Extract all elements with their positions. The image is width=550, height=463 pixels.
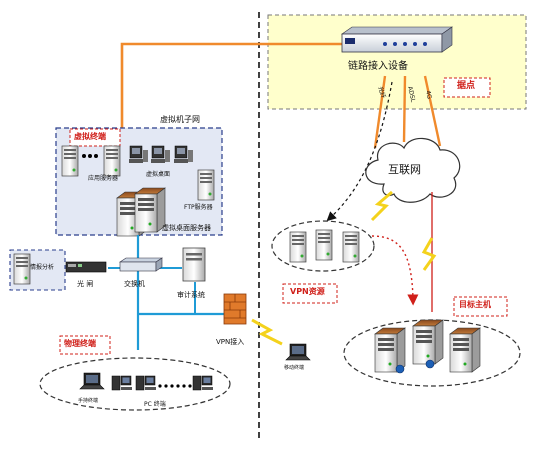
globe-icon	[425, 359, 435, 369]
lightning-icon	[421, 237, 437, 271]
desktop-icon	[135, 375, 157, 391]
physical-terminal-group	[39, 357, 231, 411]
vd-server-label: 虚拟桌面服务器	[162, 224, 211, 232]
rack-server-icon	[412, 319, 444, 365]
optical-gate-label: 光 闸	[77, 280, 94, 288]
desktop-icon	[111, 375, 133, 391]
site-label: 据点	[457, 81, 476, 91]
rack-server-icon	[449, 327, 481, 373]
4g-label: 4G	[424, 89, 433, 100]
globe-icon	[395, 364, 405, 374]
site-label-box	[443, 77, 491, 98]
vpn-to-target-arrow	[371, 235, 419, 306]
mobile-terminal-label: 移动终端	[284, 365, 305, 371]
orange-main-link	[120, 42, 345, 130]
cloud-icon	[365, 137, 461, 203]
router-icon	[341, 26, 453, 53]
app-server-label: 应用服务器	[88, 175, 119, 182]
laptop-icon	[285, 343, 311, 361]
desktop-icon	[192, 375, 214, 391]
pc-terminal-label: PC 终端	[144, 401, 166, 408]
physical-terminal-label: 物理终端	[64, 339, 96, 348]
4g-uplink	[423, 75, 442, 147]
target-host-label: 目标主机	[459, 300, 491, 309]
ftp-server-label: FTP服务器	[184, 204, 213, 211]
optical-gate-device	[65, 261, 107, 273]
target-host-label-box	[453, 296, 508, 317]
intel-analysis-label: 情报分析	[30, 264, 55, 271]
server-icon	[182, 247, 206, 282]
switch-icon	[119, 257, 163, 272]
lightning-icon	[251, 318, 283, 346]
site-to-vpn-arrow	[326, 81, 393, 222]
physical-terminal-label-box	[59, 335, 111, 355]
virtual-desktop-label: 虚拟桌面	[146, 171, 171, 178]
vpn-access-label: VPN接入	[216, 338, 245, 346]
handheld-terminal-label: 手持终端	[78, 398, 99, 404]
firewall-icon	[223, 293, 247, 325]
virtual-terminal-label-box	[69, 128, 121, 147]
vpn-resource-label: VPN资源	[290, 287, 325, 296]
adsl-uplink	[402, 75, 407, 143]
fiber-uplink	[373, 75, 387, 149]
vm-subnet-label: 虚拟机子网	[160, 115, 200, 124]
lightning-icon	[370, 190, 393, 222]
virtual-terminal-label: 虚拟终端	[74, 132, 106, 141]
audit-system-label: 审计系统	[177, 291, 205, 299]
internet-label: 互联网	[388, 163, 421, 176]
link-device-label: 链路接入设备	[348, 61, 408, 72]
vpn-resource-label-box	[282, 283, 338, 304]
rack-server-icon	[134, 187, 166, 233]
switch-label: 交换机	[124, 280, 145, 288]
